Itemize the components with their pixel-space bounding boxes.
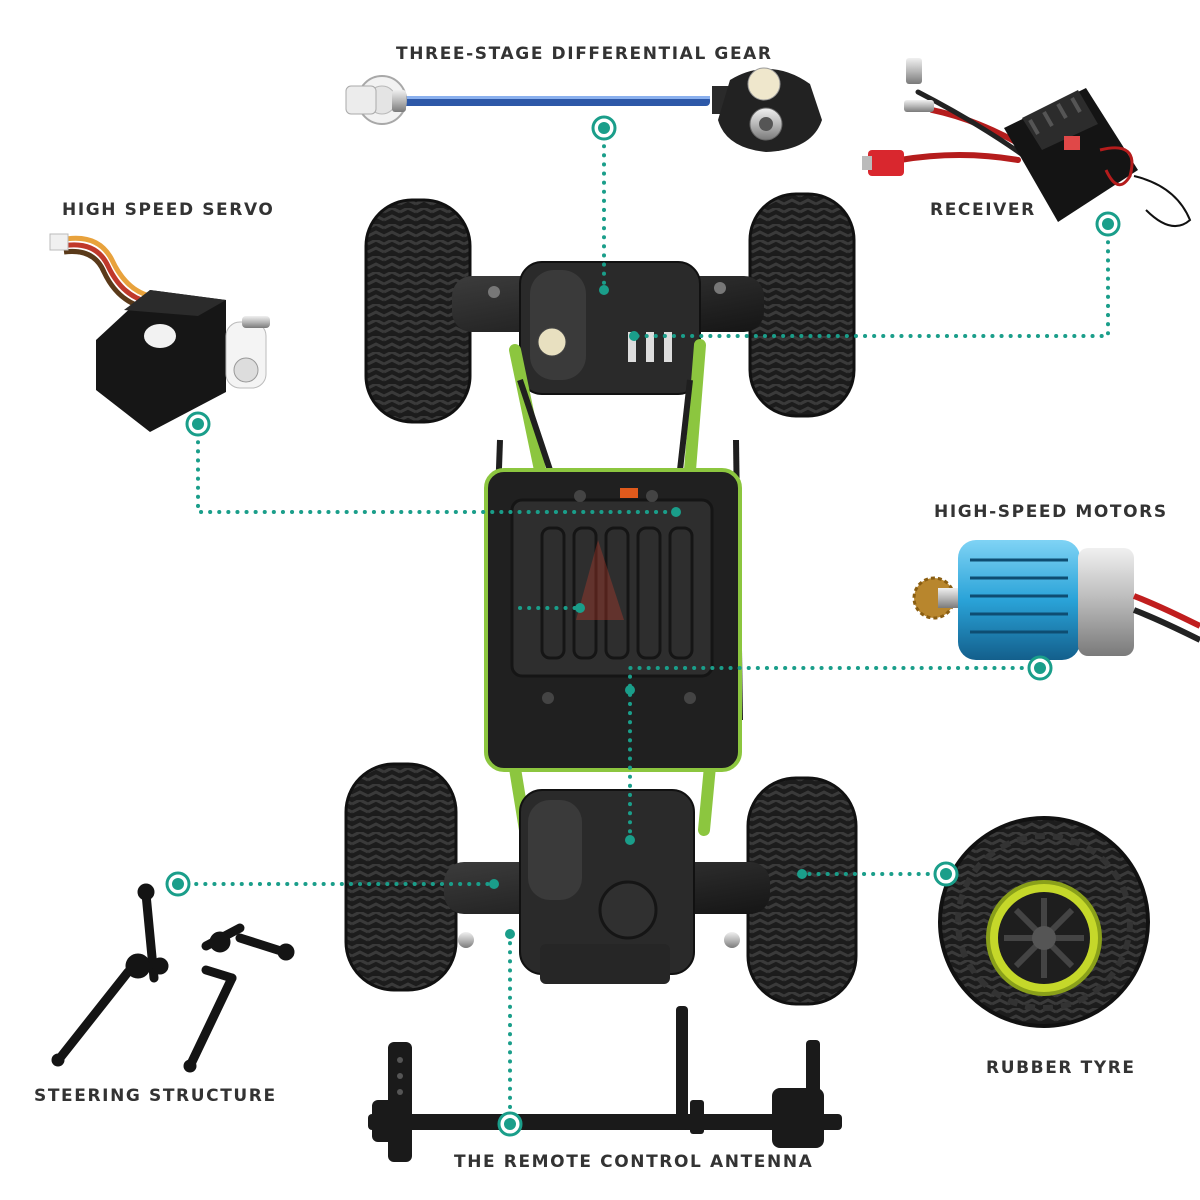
differential-gear-icon	[345, 67, 822, 152]
marker-differential-gear	[591, 115, 617, 141]
antenna-mount-icon	[368, 1006, 842, 1162]
marker-steering	[165, 871, 191, 897]
tyre-icon	[938, 816, 1150, 1028]
rc-car-body	[344, 192, 858, 1006]
connector-lines	[176, 126, 1110, 1126]
rear-left-tyre	[344, 762, 458, 992]
battery-cover	[510, 498, 714, 678]
connector-markers	[165, 115, 1121, 1137]
marker-tyre	[933, 861, 959, 887]
marker-motors	[1027, 655, 1053, 681]
label-servo: HIGH SPEED SERVO	[62, 200, 275, 220]
label-motors: HIGH-SPEED MOTORS	[934, 502, 1168, 522]
marker-antenna	[497, 1111, 523, 1137]
label-steering: STEERING STRUCTURE	[34, 1086, 277, 1106]
steering-links-icon	[51, 883, 295, 1073]
marker-receiver	[1095, 211, 1121, 237]
marker-servo	[185, 411, 211, 437]
servo-icon	[49, 233, 270, 432]
front-right-tyre	[748, 192, 856, 418]
label-differential-gear: THREE-STAGE DIFFERENTIAL GEAR	[396, 44, 773, 64]
label-tyre: RUBBER TYRE	[986, 1058, 1136, 1078]
receiver-board-icon	[862, 58, 1192, 228]
label-antenna: THE REMOTE CONTROL ANTENNA	[454, 1152, 814, 1172]
label-receiver: RECEIVER	[930, 200, 1036, 220]
motor-icon	[912, 540, 1200, 660]
